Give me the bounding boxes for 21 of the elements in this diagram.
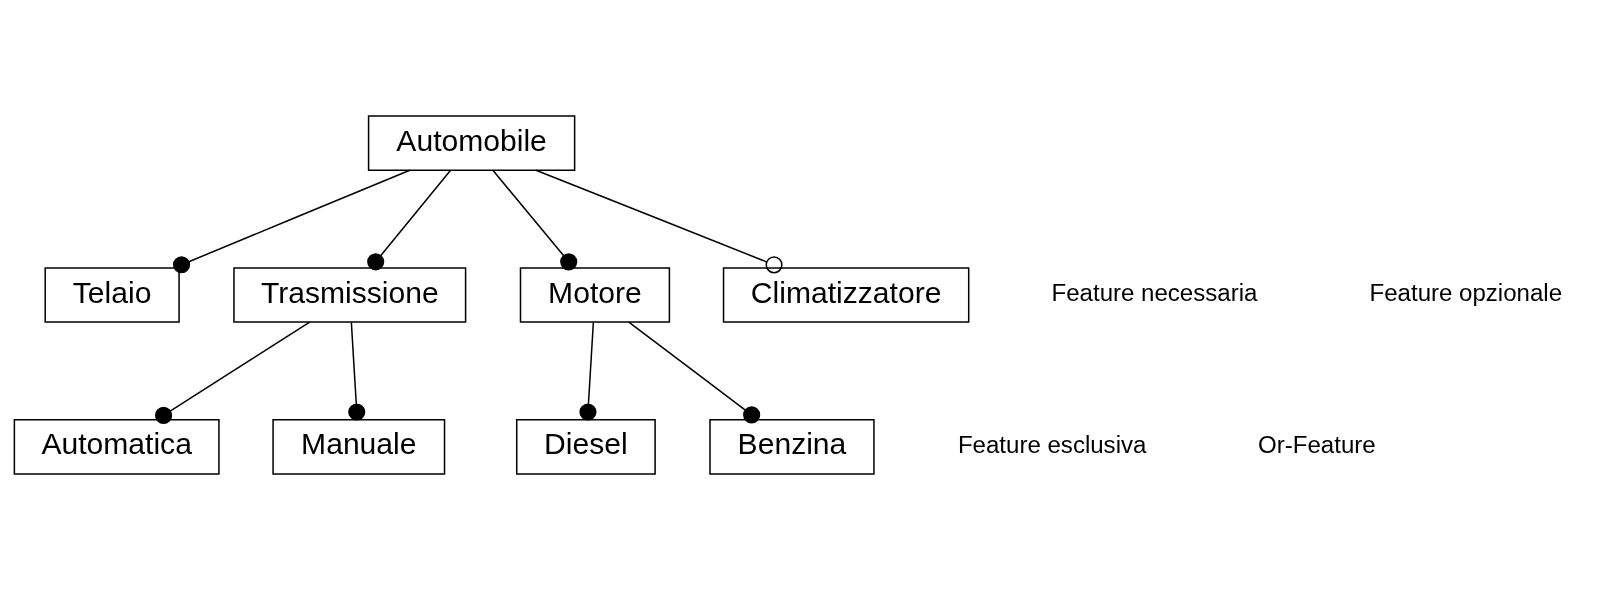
connector xyxy=(173,168,411,273)
node-box: Climatizzatore xyxy=(722,266,970,323)
label: Feature esclusiva xyxy=(957,430,1147,458)
connector xyxy=(535,168,783,273)
connector xyxy=(155,320,311,424)
label: Feature opzionale xyxy=(1369,278,1563,306)
node-box: Automobile xyxy=(367,114,576,171)
label: Or-Feature xyxy=(1258,430,1376,458)
connector xyxy=(628,320,761,423)
connector xyxy=(348,321,366,421)
connector xyxy=(579,321,597,421)
label: Feature necessaria xyxy=(1051,278,1258,306)
node-box: Automatica xyxy=(13,418,220,475)
node-box: Manuale xyxy=(272,418,446,475)
node-box: Benzina xyxy=(709,418,875,475)
connector xyxy=(492,169,578,270)
node-box: Motore xyxy=(519,266,671,323)
node-box: Trasmissione xyxy=(233,266,467,323)
connector xyxy=(367,169,452,270)
node-box: Diesel xyxy=(516,418,656,475)
node-box: Telaio xyxy=(44,266,180,323)
